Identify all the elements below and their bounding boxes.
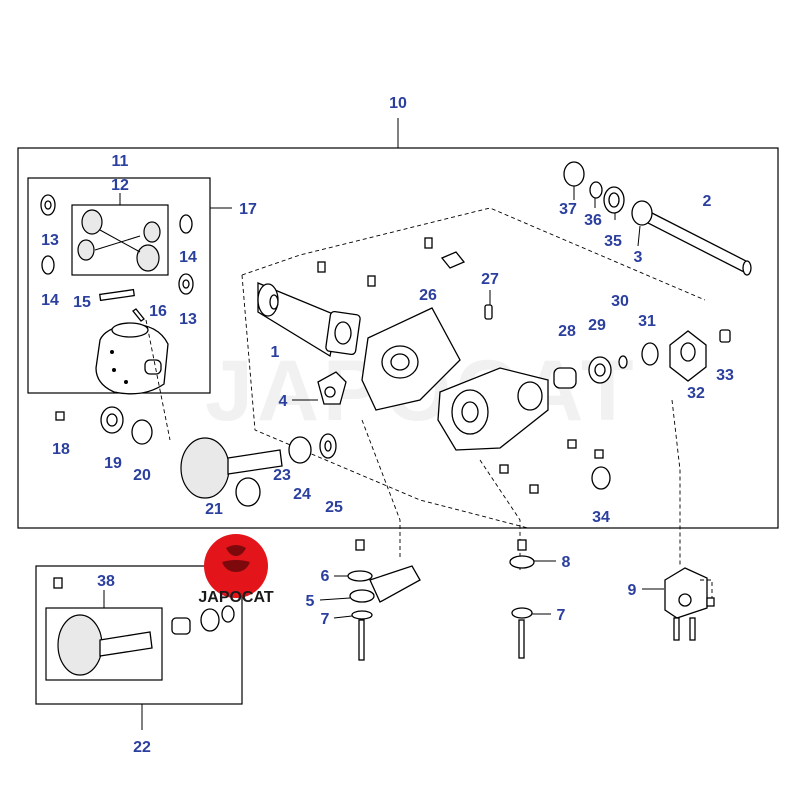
dash-to-mount-left [361,419,401,560]
callout-12: 12 [111,177,129,194]
mount-center [509,539,535,659]
callout-22: 22 [133,739,151,756]
callout-30: 30 [611,293,629,310]
callout-34: 34 [592,509,610,526]
leader-5 [319,597,351,601]
callout-38: 38 [97,573,115,590]
callout-2: 2 [703,193,712,210]
callout-20: 20 [133,467,151,484]
callout-9: 9 [628,582,637,599]
callout-28: 28 [558,323,576,340]
axle-shaft [563,161,752,276]
differential-case [95,322,169,395]
carrier-cover [361,307,461,411]
thrust-washers [40,194,194,295]
callout-16: 16 [149,303,167,320]
callout-26: 26 [419,287,437,304]
callout-14-left: 14 [41,292,59,309]
callout-6: 6 [321,568,330,585]
callout-14-right: 14 [179,249,197,266]
assembly-outline-bottom [241,274,529,529]
ring-pinion-set-box [35,565,243,705]
logo-cat-icon [222,545,250,572]
callout-18: 18 [52,441,70,458]
mount-left [347,539,421,661]
callout-31: 31 [638,313,656,330]
callout-32: 32 [687,385,705,402]
callout-13-top: 13 [41,232,59,249]
dash-to-mount-right [671,399,681,565]
mounting-bracket-4 [317,371,347,405]
callout-4: 4 [279,393,288,410]
japocat-logo: JAPOCAT [198,534,274,606]
housing-bolts [317,237,466,287]
companion-flange-parts [553,329,731,389]
callout-15: 15 [73,294,91,311]
callout-11: 11 [112,153,129,170]
ring-pinion-set [53,577,235,676]
assembly-outline-top [241,207,706,301]
axle-tube-housing [257,282,361,358]
callout-labels: 10 11 12 13 14 14 15 16 13 17 37 36 35 2… [41,95,734,756]
callout-25: 25 [325,499,343,516]
callout-5: 5 [306,593,315,610]
callout-19: 19 [104,455,122,472]
callout-23: 23 [273,467,291,484]
callout-13-bottom: 13 [179,311,197,328]
callout-33: 33 [716,367,734,384]
ring-and-pinion [100,406,337,507]
callout-3: 3 [634,249,643,266]
callout-37: 37 [559,201,577,218]
callout-24: 24 [293,486,311,503]
breather-plug [484,290,493,320]
callout-35: 35 [604,233,622,250]
callout-17: 17 [239,201,257,218]
callout-27: 27 [481,271,499,288]
callout-7-left: 7 [321,611,330,628]
callout-21: 21 [205,501,223,518]
dash-to-mount-center [479,459,521,570]
logo-text: JAPOCAT [198,589,273,606]
callout-8: 8 [562,554,571,571]
mount-right [664,567,715,641]
pinion-gears [77,209,161,272]
callout-1: 1 [271,344,280,361]
small-nuts [55,411,611,494]
callout-36: 36 [584,212,602,229]
callout-29: 29 [588,317,606,334]
callout-7-right: 7 [557,607,566,624]
differential-carrier [437,367,549,451]
leader-7-left [333,615,353,619]
dash-case-to-gear [145,319,171,441]
pinion-shaft [99,288,145,322]
callout-10: 10 [389,95,407,112]
